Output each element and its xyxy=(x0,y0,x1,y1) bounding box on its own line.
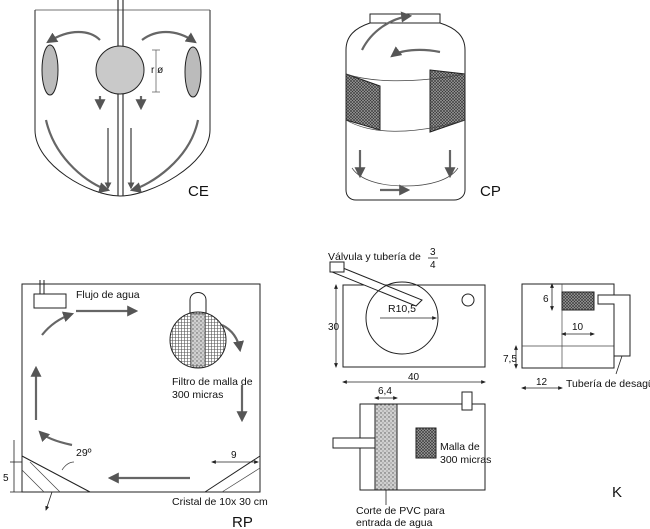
k-pvc-label-1: Corte de PVC para xyxy=(356,505,445,517)
k-valve-frac-num: 3 xyxy=(430,247,436,258)
k-pvc-cut xyxy=(374,403,398,491)
k-pvc-label-2: entrada de agua xyxy=(356,517,433,529)
ce-title: CE xyxy=(188,183,209,200)
ce-left-window xyxy=(41,44,59,96)
panel-k: Válvula y tubería de 3 4 R10,5 30 40 6,4… xyxy=(328,247,650,529)
ce-right-window xyxy=(184,46,202,98)
k-valve-frac-den: 4 xyxy=(430,260,436,271)
rp-glass-box xyxy=(21,283,261,493)
cp-jar-outline xyxy=(345,22,466,201)
k-dim-75: 7,5 xyxy=(503,354,517,365)
k-top-outlet xyxy=(461,391,473,411)
k-width-40: 40 xyxy=(408,372,420,383)
k-dim-10: 10 xyxy=(572,322,584,333)
rp-angle-label: 29º xyxy=(76,447,92,459)
panel-rp: Flujo de agua Filtro de malla de 300 mic… xyxy=(3,280,268,529)
rp-filter-core xyxy=(190,313,206,367)
ce-radius-label: r ø xyxy=(151,65,163,76)
k-dim-12: 12 xyxy=(536,377,548,388)
rp-filter-label-2: 300 micras xyxy=(172,389,223,401)
k-front-circle xyxy=(365,281,439,355)
k-side-mesh xyxy=(561,291,595,311)
k-height-30: 30 xyxy=(328,322,340,333)
k-radius-label: R10,5 xyxy=(388,303,416,315)
k-front-box xyxy=(342,284,486,368)
k-drain-hole xyxy=(461,293,475,307)
rp-flow-label: Flujo de agua xyxy=(76,289,140,301)
k-mesh-label-1: Malla de xyxy=(440,441,480,453)
cp-left-mesh xyxy=(345,73,381,131)
rp-glass-label: Cristal de 10x 30 cm xyxy=(172,496,268,508)
k-valve-pipe xyxy=(331,265,423,307)
k-valve-label: Válvula y tubería de xyxy=(328,251,421,263)
k-title: K xyxy=(612,484,622,501)
ce-filter-circle xyxy=(95,45,145,95)
ce-tank-outline xyxy=(34,10,211,197)
k-side-pipe xyxy=(332,437,376,449)
rp-dim-5: 5 xyxy=(3,473,9,484)
k-drain-label: Tubería de desagüe xyxy=(566,378,650,390)
k-mesh-patch xyxy=(415,427,437,459)
k-mesh-label-2: 300 micras xyxy=(440,454,491,466)
k-drain-pipe xyxy=(597,294,631,357)
rp-filter-label-1: Filtro de malla de xyxy=(172,376,253,388)
cp-title: CP xyxy=(480,183,501,200)
k-dim-64: 6,4 xyxy=(378,386,392,397)
k-dim-6: 6 xyxy=(543,294,549,305)
rp-title: RP xyxy=(232,514,253,529)
cp-lid xyxy=(369,13,441,24)
panel-cp: CP xyxy=(345,11,501,201)
rp-dim-9: 9 xyxy=(231,450,237,461)
rp-filter-handle xyxy=(189,292,207,316)
cp-right-mesh xyxy=(429,69,466,133)
rp-inlet-box xyxy=(33,293,67,309)
panel-ce: r ø CE xyxy=(34,0,211,200)
